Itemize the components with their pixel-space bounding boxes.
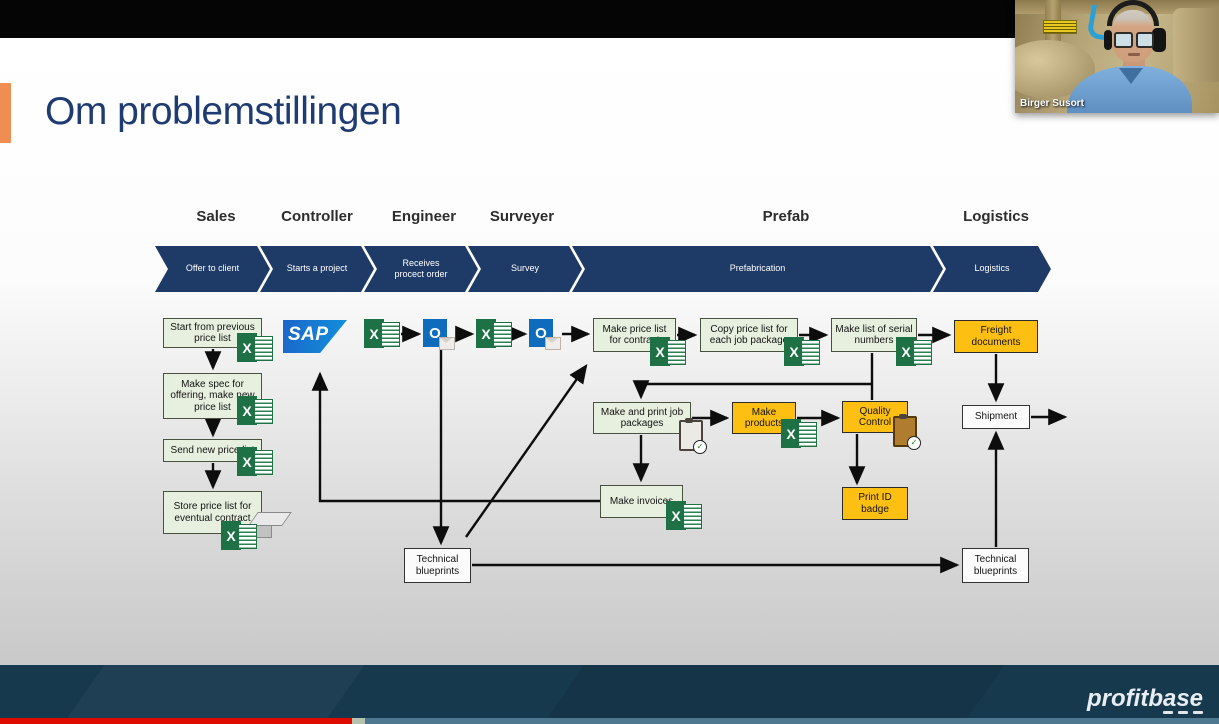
headphones-earcup-right (1152, 28, 1166, 52)
phase-chevron-receives-order: Receives procect order (364, 246, 478, 292)
video-progress-played (0, 718, 352, 724)
role-header-prefab: Prefab (762, 208, 810, 225)
excel-icon (781, 419, 817, 448)
footer-bar (0, 665, 1219, 724)
phase-chevron-logistics: Logistics (933, 246, 1051, 292)
excel-icon (666, 501, 702, 530)
video-progress-bar[interactable] (0, 718, 1219, 724)
excel-icon (896, 337, 932, 366)
step-make-serial-numbers: Make list of serial numbers (831, 318, 917, 352)
flow-connectors (204, 325, 1068, 574)
role-header-logistics: Logistics (963, 208, 1029, 225)
excel-icon (221, 521, 257, 550)
step-copy-price-list: Copy price list for each job package (700, 318, 798, 352)
title-accent-bar (0, 83, 11, 143)
outlook-icon (529, 319, 561, 350)
webcam-overlay: Birger Susort (1015, 0, 1219, 113)
presenter-mouth (1128, 53, 1140, 56)
role-header-surveyer: Surveyer (489, 208, 555, 225)
footer-decoration (48, 665, 371, 724)
step-technical-blueprints-right: Technical blueprints (962, 548, 1029, 583)
excel-icon (650, 337, 686, 366)
step-technical-blueprints-left: Technical blueprints (404, 548, 471, 583)
profitbase-logo: profitbase (1087, 685, 1204, 712)
step-make-products: Make products (732, 402, 796, 434)
step-store-price-list: Store price list for eventual contract (163, 491, 262, 534)
headphones-earcup-left (1104, 30, 1112, 50)
excel-icon (237, 396, 273, 425)
machinery-tank (1173, 8, 1219, 82)
excel-icon (237, 333, 273, 362)
excel-icon (784, 337, 820, 366)
logo-underline-dashes (1163, 711, 1203, 714)
step-make-print-job-packages: Make and print job packages (593, 402, 691, 434)
role-header-sales: Sales (196, 208, 236, 225)
phase-chevron-offer: Offer to client (155, 246, 270, 292)
role-header-controller: Controller (281, 208, 353, 225)
phase-chevron-survey: Survey (468, 246, 582, 292)
machinery-warning-sticker (1043, 20, 1077, 34)
step-freight-documents: Freight documents (954, 320, 1038, 353)
phase-chevron-prefabrication: Prefabrication (572, 246, 943, 292)
step-print-id-badge: Print ID badge (842, 487, 908, 520)
video-progress-buffered (352, 718, 365, 724)
excel-icon (476, 319, 512, 348)
footer-decoration (528, 665, 1012, 724)
outlook-icon (423, 319, 455, 350)
presenter-glasses (1114, 32, 1154, 48)
clipboard-check-icon (893, 414, 921, 450)
clipboard-check-icon (679, 418, 707, 454)
phase-chevron-starts-project: Starts a project (260, 246, 374, 292)
excel-icon (237, 447, 273, 476)
step-shipment: Shipment (962, 405, 1030, 429)
excel-icon (364, 319, 400, 348)
webcam-name-label: Birger Susort (1020, 98, 1084, 109)
role-header-engineer: Engineer (391, 208, 457, 225)
slide-title: Om problemstillingen (45, 90, 402, 133)
